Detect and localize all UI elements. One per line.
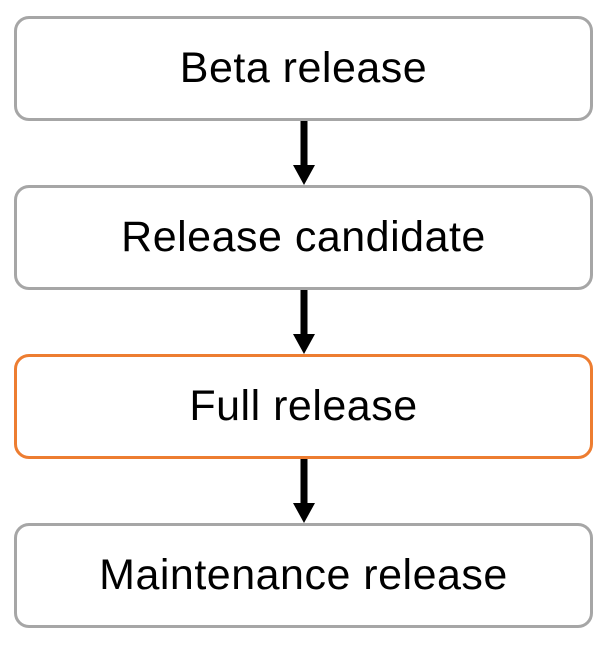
node-label-beta-release: Beta release: [179, 44, 428, 92]
down-arrow-icon: [14, 121, 593, 185]
node-maintenance-release: Maintenance release: [14, 523, 593, 628]
node-label-release-candidate: Release candidate: [121, 213, 486, 261]
node-full-release: Full release: [14, 354, 593, 459]
node-label-full-release: Full release: [189, 382, 418, 430]
node-beta-release: Beta release: [14, 16, 593, 121]
down-arrow-icon: [14, 290, 593, 354]
node-label-maintenance-release: Maintenance release: [99, 551, 508, 599]
node-release-candidate: Release candidate: [14, 185, 593, 290]
down-arrow-icon: [14, 459, 593, 523]
